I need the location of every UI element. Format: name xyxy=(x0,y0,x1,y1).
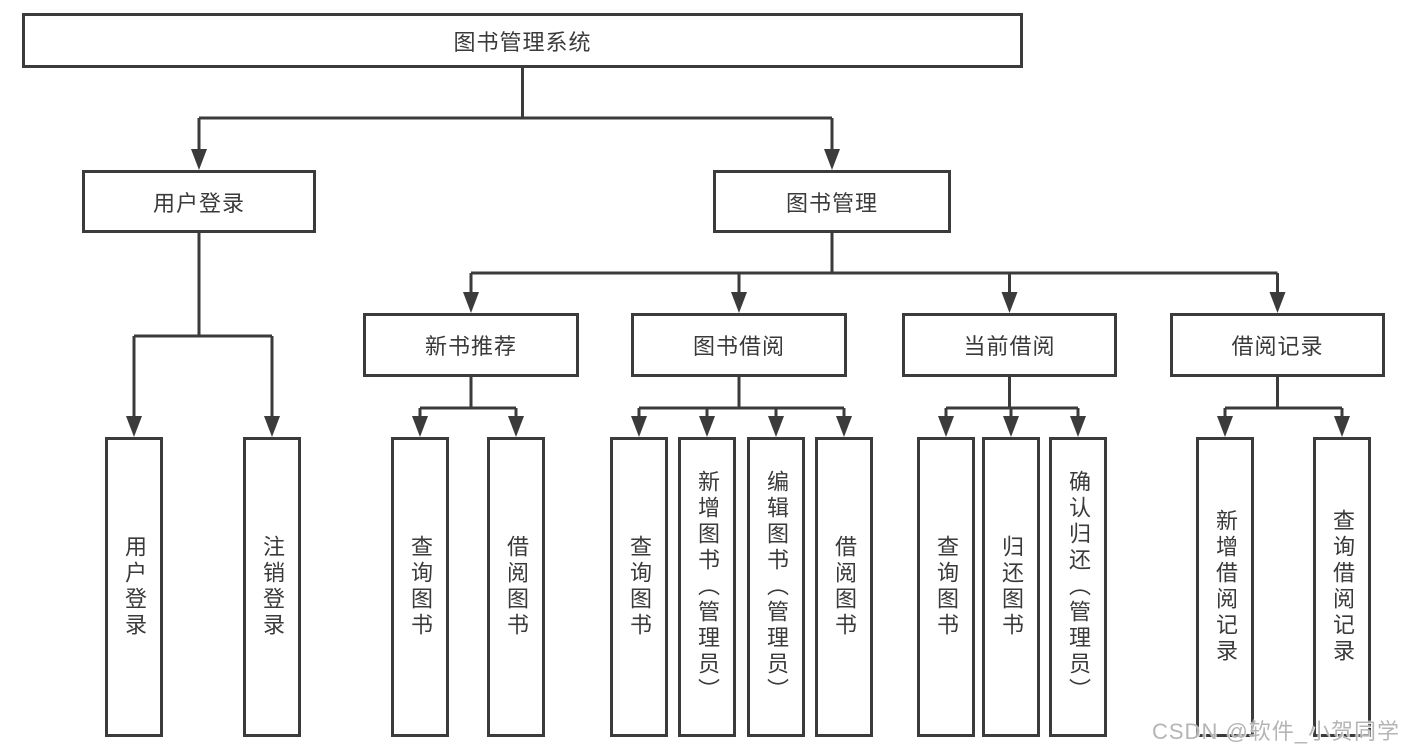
connector-book-borrow-to-children xyxy=(631,377,852,437)
leaf-query-borrow-record: 查询借阅记录 xyxy=(1313,437,1371,737)
leaf-user-login: 用户登录 xyxy=(105,437,163,737)
connector-current-borrow-to-children xyxy=(938,377,1086,437)
leaf-edit-books-admin: 编辑图书（管理员） xyxy=(747,437,805,737)
leaf-query-books-borrow: 查询图书 xyxy=(610,437,668,737)
leaf-label: 新增图书（管理员） xyxy=(695,470,720,704)
node-current-borrow: 当前借阅 xyxy=(902,313,1117,377)
connector-user-login-to-children xyxy=(126,233,280,437)
leaf-borrow-books-recommend: 借阅图书 xyxy=(487,437,545,737)
node-book-borrow: 图书借阅 xyxy=(631,313,847,377)
leaf-add-books-admin: 新增图书（管理员） xyxy=(678,437,736,737)
node-label: 新书推荐 xyxy=(424,334,517,359)
leaf-return-books: 归还图书 xyxy=(982,437,1040,737)
node-label: 图书管理系统 xyxy=(453,29,592,55)
leaf-label: 查询图书 xyxy=(934,535,959,639)
leaf-label: 查询图书 xyxy=(408,535,433,639)
connector-new-book-recommend-to-children xyxy=(412,377,524,437)
node-user-login: 用户登录 xyxy=(82,170,316,233)
leaf-query-books-current: 查询图书 xyxy=(917,437,975,737)
leaf-label: 编辑图书（管理员） xyxy=(764,470,789,704)
leaf-label: 用户登录 xyxy=(122,535,147,639)
connector-borrow-records-to-children xyxy=(1217,377,1350,437)
leaf-borrow-books: 借阅图书 xyxy=(815,437,873,737)
leaf-logout: 注销登录 xyxy=(243,437,301,737)
node-label: 用户登录 xyxy=(152,190,245,216)
node-library-management-system: 图书管理系统 xyxy=(22,13,1023,68)
node-borrow-records: 借阅记录 xyxy=(1170,313,1385,377)
node-label: 图书借阅 xyxy=(692,334,785,359)
leaf-label: 确认归还（管理员） xyxy=(1066,470,1091,704)
leaf-label: 注销登录 xyxy=(260,535,285,639)
node-label: 图书管理 xyxy=(785,190,878,216)
leaf-add-borrow-record: 新增借阅记录 xyxy=(1196,437,1254,737)
csdn-watermark: CSDN @软件_小贺同学 xyxy=(1152,719,1401,744)
leaf-confirm-return-admin: 确认归还（管理员） xyxy=(1049,437,1107,737)
leaf-label: 归还图书 xyxy=(999,535,1024,639)
leaf-label: 查询图书 xyxy=(627,535,652,639)
leaf-label: 查询借阅记录 xyxy=(1330,509,1355,665)
leaf-query-books-recommend: 查询图书 xyxy=(391,437,449,737)
node-book-management: 图书管理 xyxy=(713,170,951,233)
connector-root-to-level2 xyxy=(191,68,840,170)
connector-book-management-to-level3 xyxy=(463,233,1286,313)
node-label: 当前借阅 xyxy=(963,334,1056,359)
leaf-label: 借阅图书 xyxy=(832,535,857,639)
leaf-label: 新增借阅记录 xyxy=(1213,509,1238,665)
node-new-book-recommend: 新书推荐 xyxy=(363,313,579,377)
node-label: 借阅记录 xyxy=(1231,334,1324,359)
leaf-label: 借阅图书 xyxy=(504,535,529,639)
